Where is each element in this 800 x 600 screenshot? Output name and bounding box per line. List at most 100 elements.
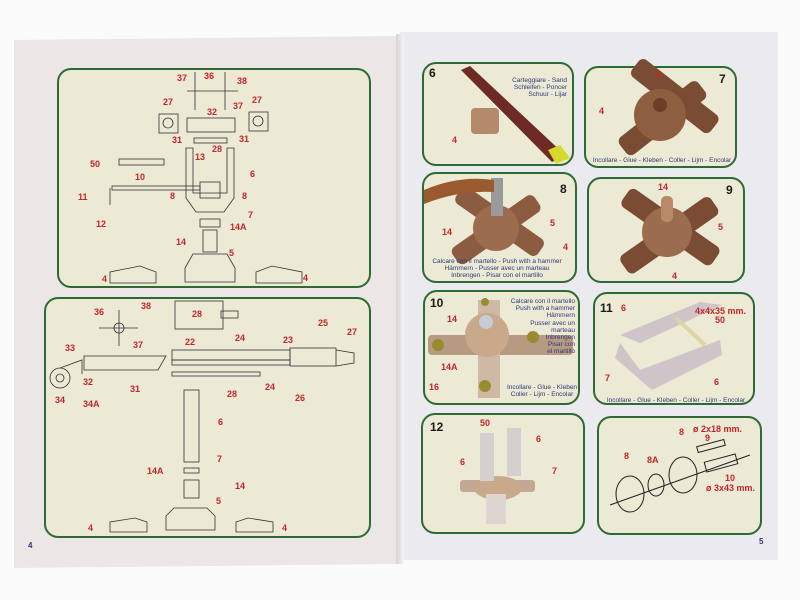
- part-label: 14A: [230, 222, 247, 232]
- part-label: 4: [452, 135, 458, 145]
- step-number: 10: [430, 296, 444, 310]
- part-label: 24: [265, 382, 276, 392]
- part-label: 9: [705, 433, 711, 443]
- caption-line: Calcare con il martello - Push with a ha…: [432, 258, 562, 265]
- diagram-panel-bottom: [44, 297, 371, 538]
- part-label: 23: [283, 335, 294, 345]
- part-label: 4: [282, 523, 288, 533]
- part-label: 10: [725, 473, 736, 483]
- step-10-glue-caption: Incollare - Glue - Kleben Coller - Lijm …: [507, 384, 577, 398]
- part-label: 38: [141, 301, 152, 311]
- step-number: 12: [430, 420, 444, 434]
- part-label: 22: [185, 337, 196, 347]
- part-label: 28: [192, 309, 203, 319]
- part-label: 10: [135, 172, 146, 182]
- part-label: 26: [295, 393, 306, 403]
- part-label: 7: [552, 466, 558, 476]
- part-label: 31: [172, 135, 183, 145]
- part-label: 31: [130, 384, 141, 394]
- part-label: 7: [248, 210, 254, 220]
- diagram-panel-top: [57, 68, 371, 288]
- part-label: 37: [177, 73, 188, 83]
- step-9-panel: [587, 177, 745, 283]
- part-label: 50: [480, 418, 491, 428]
- caption-line: Push with a hammer: [515, 305, 575, 313]
- part-label: 6: [250, 169, 256, 179]
- caption-line: Pusser avec un: [530, 319, 575, 327]
- part-label: 27: [252, 95, 263, 105]
- part-label: 32: [83, 377, 94, 387]
- part-label: 8: [170, 191, 176, 201]
- part-label: 14: [658, 182, 669, 192]
- part-label: 14: [235, 481, 246, 491]
- part-label: 14A: [147, 466, 164, 476]
- part-label: 7: [217, 454, 223, 464]
- part-label: 36: [204, 71, 215, 81]
- caption-line: Inbrengen - Pisar con el martillo: [451, 272, 543, 280]
- part-label: 14: [442, 227, 453, 237]
- part-label: 16: [429, 382, 440, 392]
- part-label: 38: [237, 76, 248, 86]
- caption-line: Schuur - Lijar: [528, 91, 567, 99]
- step-10-caption: Calcare con il martello Push with a hamm…: [511, 298, 575, 356]
- part-label: 25: [318, 318, 329, 328]
- step-number: 6: [429, 66, 436, 80]
- part-label: 5: [718, 222, 724, 232]
- caption-line: el martillo: [547, 348, 575, 356]
- part-label: 50: [90, 159, 101, 169]
- part-label: 8: [242, 191, 248, 201]
- part-label: 28: [212, 144, 223, 154]
- part-label: 4: [303, 273, 309, 283]
- part-label: 28: [227, 389, 238, 399]
- part-label: 5: [216, 496, 222, 506]
- step-6-caption: Carteggiare - Sand Schleifen - Poncer Sc…: [512, 77, 567, 99]
- caption-line: Inbrengen: [545, 334, 575, 342]
- part-label: ø 3x43 mm.: [706, 483, 756, 493]
- part-label: 32: [207, 107, 218, 117]
- part-label: 7: [605, 373, 611, 383]
- part-label: 4: [599, 106, 605, 116]
- part-label: 34: [55, 395, 66, 405]
- part-label: 6: [621, 303, 627, 313]
- caption-line: marteau: [551, 326, 575, 334]
- step-7-caption: Incollare - Glue - Kleben - Coller - Lij…: [592, 157, 732, 164]
- page-number-right: 5: [759, 537, 764, 546]
- part-label: 6: [536, 434, 542, 444]
- part-label: 6: [714, 377, 720, 387]
- step-8-caption: Calcare con il martello - Push with a ha…: [432, 258, 561, 280]
- part-label: 11: [78, 192, 88, 202]
- spine: [396, 34, 404, 564]
- part-label: 24: [235, 333, 246, 343]
- part-label: 5: [229, 248, 235, 258]
- part-label: 14: [176, 237, 187, 247]
- step-number: 11: [600, 301, 613, 315]
- part-label: 4: [88, 523, 94, 533]
- part-label: 34A: [83, 399, 100, 409]
- part-label: 27: [163, 97, 174, 107]
- caption-line: Pisar con: [547, 341, 575, 349]
- part-label: 4: [102, 274, 108, 284]
- part-label: 36: [94, 307, 105, 317]
- page-number-left: 4: [28, 541, 33, 550]
- caption-line: Hämmern: [546, 312, 575, 320]
- part-label: 4x4x35 mm.: [695, 306, 747, 316]
- step-number: 8: [560, 182, 567, 196]
- part-label: 6: [218, 417, 224, 427]
- part-label: 4: [672, 271, 678, 281]
- part-label: 8: [624, 451, 630, 461]
- step-13-panel: [597, 416, 762, 535]
- part-label: 13: [195, 152, 206, 162]
- part-label: 4: [563, 242, 569, 252]
- part-label: 5: [550, 218, 556, 228]
- caption-line: Incollare - Glue - Kleben: [506, 384, 578, 391]
- part-label: 50: [715, 315, 726, 325]
- part-label: 12: [96, 219, 107, 229]
- part-label: 8A: [647, 455, 659, 465]
- part-label: 5: [656, 70, 662, 80]
- caption-line: Calcare con il martello: [510, 298, 575, 305]
- step-11-caption: Incollare - Glue - Kleben - Coller - Lij…: [606, 397, 746, 404]
- part-label: 14A: [441, 362, 458, 372]
- part-label: 6: [460, 457, 466, 467]
